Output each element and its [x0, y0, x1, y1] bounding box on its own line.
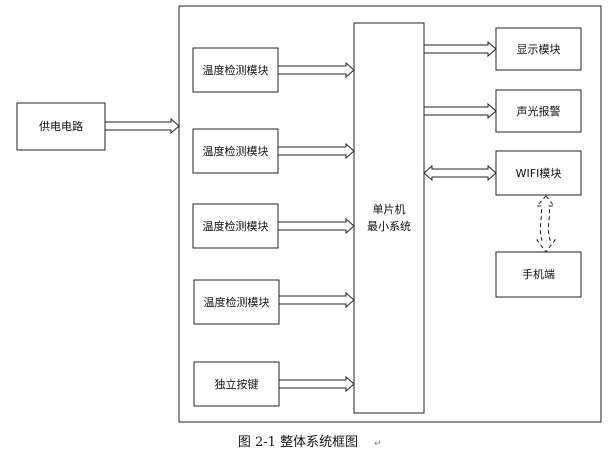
sensor-block-3: [192, 203, 279, 249]
display-block: [495, 27, 582, 71]
paragraph-mark-icon: ↵: [374, 439, 382, 449]
sensor-block-4: [193, 279, 280, 325]
sensor-arrow-1: [277, 61, 355, 79]
display-label: 显示模块: [517, 43, 561, 56]
sensor-arrow-2: [277, 142, 355, 160]
figure-caption: 图 2-1 整体系统框图: [238, 435, 358, 450]
sensor-block-1: [192, 47, 279, 93]
sensor-label-1: 温度检测模块: [203, 63, 269, 77]
phone-block: [495, 251, 582, 298]
mcu-block: [353, 22, 425, 414]
alarm-block: [495, 89, 582, 133]
sensor-label-2: 温度检测模块: [203, 144, 269, 158]
mcu-label-line2: 最小系统: [367, 220, 411, 233]
sensor-label-4: 温度检测模块: [204, 295, 270, 309]
sensor-block-2: [192, 128, 279, 174]
wifi-label: WIFI模块: [516, 167, 562, 180]
mcu-label-line1: 单片机: [373, 202, 406, 216]
power-arrow: [104, 117, 180, 135]
sensor-arrow-3: [277, 217, 355, 235]
sensor-label-3: 温度检测模块: [203, 219, 269, 233]
sensor-arrow-4: [278, 291, 355, 309]
power-label: 供电电路: [39, 119, 83, 133]
button-arrow: [278, 375, 355, 393]
wifi-block: [495, 150, 582, 196]
display-arrow: [423, 40, 497, 58]
alarm-label: 声光报警: [517, 104, 561, 118]
alarm-arrow: [423, 102, 497, 120]
button-block: [193, 361, 280, 407]
power-block: [16, 102, 106, 151]
phone-label: 手机端: [522, 267, 555, 281]
button-label: 独立按键: [215, 377, 259, 391]
